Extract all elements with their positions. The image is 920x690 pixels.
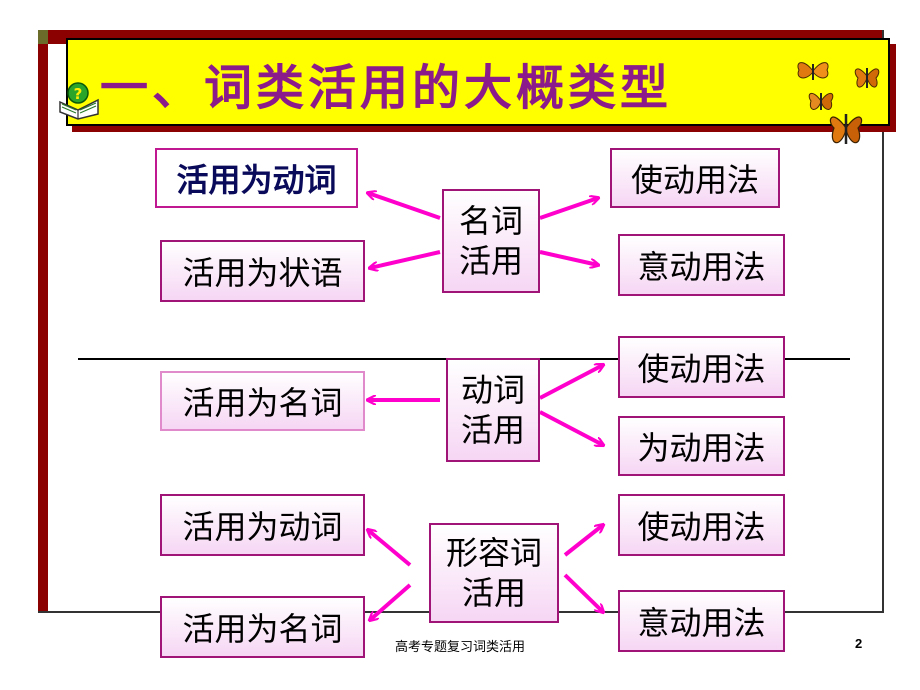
arrow [370,583,412,620]
arrow [539,365,603,400]
arrow [368,530,412,567]
right-box: 意动用法 [618,234,785,296]
center-box-noun: 名词 活用 [442,189,540,293]
title-banner [66,38,890,126]
left-box: 活用为状语 [160,240,365,302]
left-box: 活用为动词 [155,148,358,208]
footer-text: 高考专题复习词类活用 [395,640,526,655]
arrow [563,525,603,557]
center-label: 动词 [460,371,525,409]
arrow [539,198,598,220]
butterfly-icon [808,92,834,110]
left-box: 活用为名词 [160,596,365,658]
butterfly-icon [797,62,829,80]
center-label: 活用 [461,574,526,612]
right-box: 使动用法 [610,148,780,208]
right-box: 意动用法 [618,590,785,652]
arrow [370,250,441,268]
center-label: 活用 [460,411,525,449]
center-label: 活用 [458,242,523,280]
slide-frame-right [882,30,884,612]
arrow [539,410,603,445]
arrow [539,250,598,265]
book-question-icon: ? [59,82,99,120]
arrow [563,573,603,612]
right-box: 为动用法 [618,416,785,476]
center-label: 名词 [458,202,523,240]
right-box: 使动用法 [618,336,785,398]
frame-corner [38,30,48,44]
center-box-verb: 动词 活用 [446,358,540,462]
right-box: 使动用法 [618,494,785,556]
svg-text:?: ? [74,85,83,103]
left-box: 活用为名词 [160,371,365,431]
center-label: 形容词 [445,534,542,572]
slide-title: 一、词类活用的大概类型 [100,60,673,116]
butterfly-icon [829,114,863,144]
arrow [368,193,441,220]
slide-frame-left [38,30,48,612]
center-box-adjective: 形容词 活用 [429,523,559,623]
left-box: 活用为动词 [160,494,365,556]
page-number: 2 [855,636,863,651]
butterfly-icon [854,68,880,88]
